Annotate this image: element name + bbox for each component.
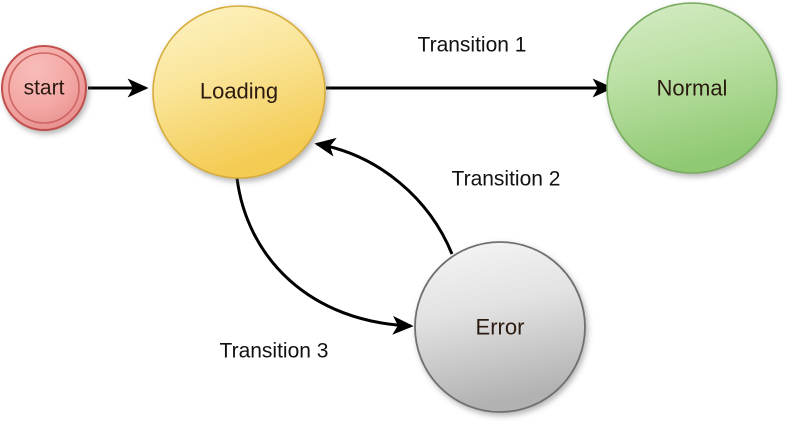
error-circle xyxy=(414,241,586,413)
node-error[interactable]: Error xyxy=(414,241,586,413)
edge-label-transition-3: Transition 3 xyxy=(220,340,329,363)
edge-transition-2 xyxy=(314,137,454,255)
edge-transition-3 xyxy=(235,177,414,335)
node-start[interactable]: start xyxy=(1,45,87,131)
node-loading[interactable]: Loading xyxy=(152,5,326,179)
edge-label-transition-1: Transition 1 xyxy=(418,34,527,57)
node-normal[interactable]: Normal xyxy=(606,2,778,174)
error-label: Error xyxy=(476,315,525,340)
start-outer-circle xyxy=(1,45,87,131)
start-inner-ring xyxy=(8,52,80,124)
normal-label: Normal xyxy=(657,76,728,101)
normal-circle xyxy=(606,2,778,174)
loading-circle xyxy=(152,5,326,179)
edges-layer xyxy=(88,78,614,335)
loading-label: Loading xyxy=(200,79,278,104)
start-label: start xyxy=(24,77,65,100)
edge-label-transition-2: Transition 2 xyxy=(452,168,561,191)
edge-labels-layer: Transition 1 Transition 2 Transition 3 xyxy=(220,34,561,363)
